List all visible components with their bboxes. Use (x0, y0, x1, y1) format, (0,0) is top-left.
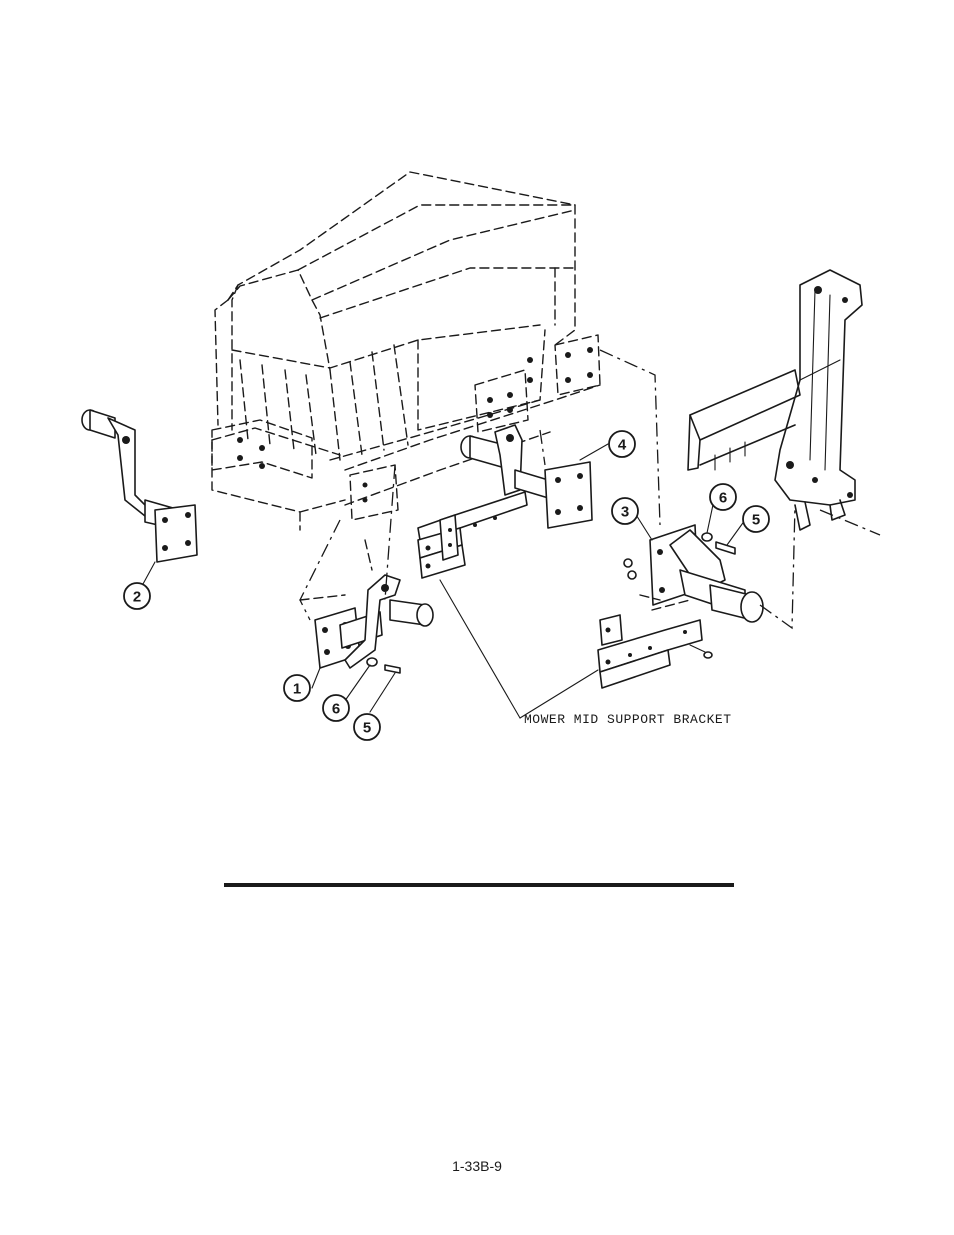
tractor-hood-outline (212, 172, 600, 530)
callout-6-left: 6 (323, 695, 349, 721)
mid-support-bracket-right (598, 615, 712, 688)
callout-5-left: 5 (354, 714, 380, 740)
callout-6-left-text: 6 (332, 701, 340, 718)
callout-5-right: 5 (743, 506, 769, 532)
callout-3-text: 3 (621, 504, 629, 521)
part-2-support-bracket (82, 410, 197, 562)
callout-4: 4 (609, 431, 635, 457)
callout-1-text: 1 (293, 681, 301, 698)
mid-support-bracket-label: MOWER MID SUPPORT BRACKET (524, 712, 732, 727)
part-1-support-bracket (300, 540, 433, 673)
part-3-support-bracket (624, 525, 763, 622)
callout-2: 2 (124, 583, 150, 609)
callout-1: 1 (284, 675, 310, 701)
callout-2-text: 2 (133, 589, 141, 606)
callout-5-right-text: 5 (752, 512, 760, 529)
callout-6-right: 6 (710, 484, 736, 510)
page-number: 1-33B-9 (0, 1158, 954, 1174)
callout-5-left-text: 5 (363, 720, 371, 737)
callout-3: 3 (612, 498, 638, 524)
section-divider (224, 883, 734, 887)
mid-support-bracket-left (418, 492, 527, 578)
callout-4-text: 4 (618, 437, 627, 454)
callout-6-right-text: 6 (719, 490, 727, 507)
